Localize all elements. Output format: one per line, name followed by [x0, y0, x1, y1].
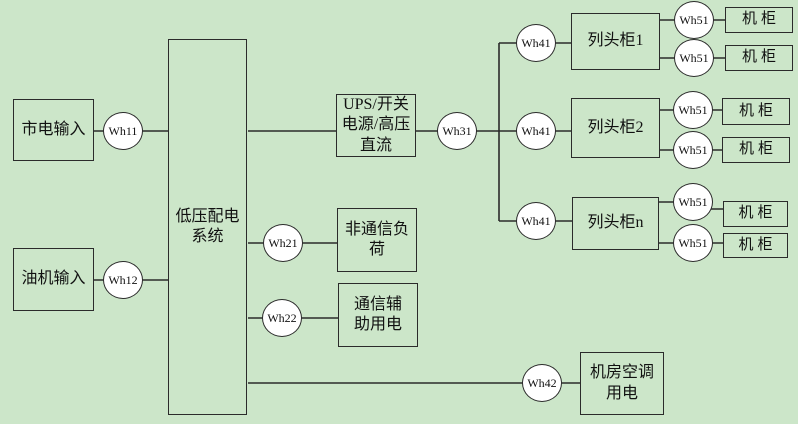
meter-wh21: Wh21	[263, 224, 303, 262]
node-row-cabinet-n: 列头柜n	[572, 197, 659, 250]
node-row-cabinet-1: 列头柜1	[571, 13, 660, 70]
meter-wh42-label: Wh42	[527, 375, 557, 390]
meter-wh12-label: Wh12	[108, 272, 138, 287]
meter-wh11: Wh11	[103, 112, 143, 150]
node-cabinet-1-label: 机柜	[741, 11, 780, 28]
meter-wh41-2: Wh41	[516, 112, 556, 150]
meter-wh22: Wh22	[262, 299, 302, 337]
meter-wh51-4: Wh51	[673, 131, 713, 169]
meter-wh11-label: Wh11	[108, 123, 138, 138]
meter-wh51-3-label: Wh51	[678, 102, 708, 117]
node-cabinet-3: 机柜	[722, 98, 790, 125]
meter-wh51-3: Wh51	[673, 91, 713, 129]
node-cabinet-6-label: 机柜	[738, 236, 777, 253]
node-row-cabinet-1-label: 列头柜1	[587, 32, 644, 50]
node-cabinet-3-label: 机柜	[738, 102, 777, 119]
meter-wh41-1: Wh41	[516, 24, 556, 62]
meter-wh41-3: Wh41	[516, 202, 556, 240]
node-room-hvac-power-label: 机房空调 用电	[589, 364, 654, 402]
meter-wh51-6-label: Wh51	[678, 235, 708, 250]
meter-wh42: Wh42	[522, 364, 562, 402]
node-ups-power-label: UPS/开关 电源/高压 直流	[341, 95, 411, 154]
meter-wh21-label: Wh21	[268, 235, 298, 250]
meter-wh41-1-label: Wh41	[521, 35, 551, 50]
meter-wh51-5: Wh51	[673, 183, 713, 221]
meter-wh51-4-label: Wh51	[678, 142, 708, 157]
node-ups-power: UPS/开关 电源/高压 直流	[336, 94, 416, 157]
node-mains-input-label: 市电输入	[21, 120, 86, 138]
meter-wh51-2-label: Wh51	[679, 50, 709, 65]
meter-wh51-6: Wh51	[673, 224, 713, 262]
meter-wh51-5-label: Wh51	[678, 194, 708, 209]
meter-wh51-1: Wh51	[674, 1, 714, 39]
node-cabinet-2: 机柜	[725, 45, 793, 71]
node-cabinet-6: 机柜	[723, 233, 788, 258]
node-cabinet-5: 机柜	[723, 201, 788, 227]
node-room-hvac-power: 机房空调 用电	[580, 352, 664, 415]
meter-wh51-2: Wh51	[674, 39, 714, 77]
node-generator-input-label: 油机输入	[21, 270, 86, 288]
node-cabinet-5-label: 机柜	[738, 205, 777, 222]
meter-wh51-1-label: Wh51	[679, 12, 709, 27]
node-non-comm-load-label: 非通信负 荷	[344, 220, 409, 258]
meter-wh12: Wh12	[103, 261, 143, 299]
meter-wh41-3-label: Wh41	[521, 213, 551, 228]
node-cabinet-2-label: 机柜	[741, 49, 780, 66]
node-row-cabinet-n-label: 列头柜n	[587, 214, 644, 232]
node-comm-aux-power: 通信辅 助用电	[338, 283, 418, 347]
meter-wh31: Wh31	[437, 112, 477, 150]
node-non-comm-load: 非通信负 荷	[337, 208, 417, 272]
node-row-cabinet-2: 列头柜2	[571, 98, 660, 158]
meter-wh41-2-label: Wh41	[521, 123, 551, 138]
node-generator-input: 油机输入	[13, 248, 94, 311]
node-cabinet-4: 机柜	[722, 137, 790, 163]
meter-wh22-label: Wh22	[267, 310, 297, 325]
node-cabinet-1: 机柜	[725, 7, 793, 33]
meter-wh31-label: Wh31	[442, 123, 472, 138]
node-row-cabinet-2-label: 列头柜2	[587, 118, 644, 136]
node-comm-aux-power-label: 通信辅 助用电	[353, 295, 402, 333]
node-lv-distribution-system: 低压配电 系统	[168, 39, 247, 415]
node-mains-input: 市电输入	[13, 99, 94, 161]
node-lv-distribution-system-label: 低压配电 系统	[175, 207, 240, 245]
node-cabinet-4-label: 机柜	[738, 141, 777, 158]
